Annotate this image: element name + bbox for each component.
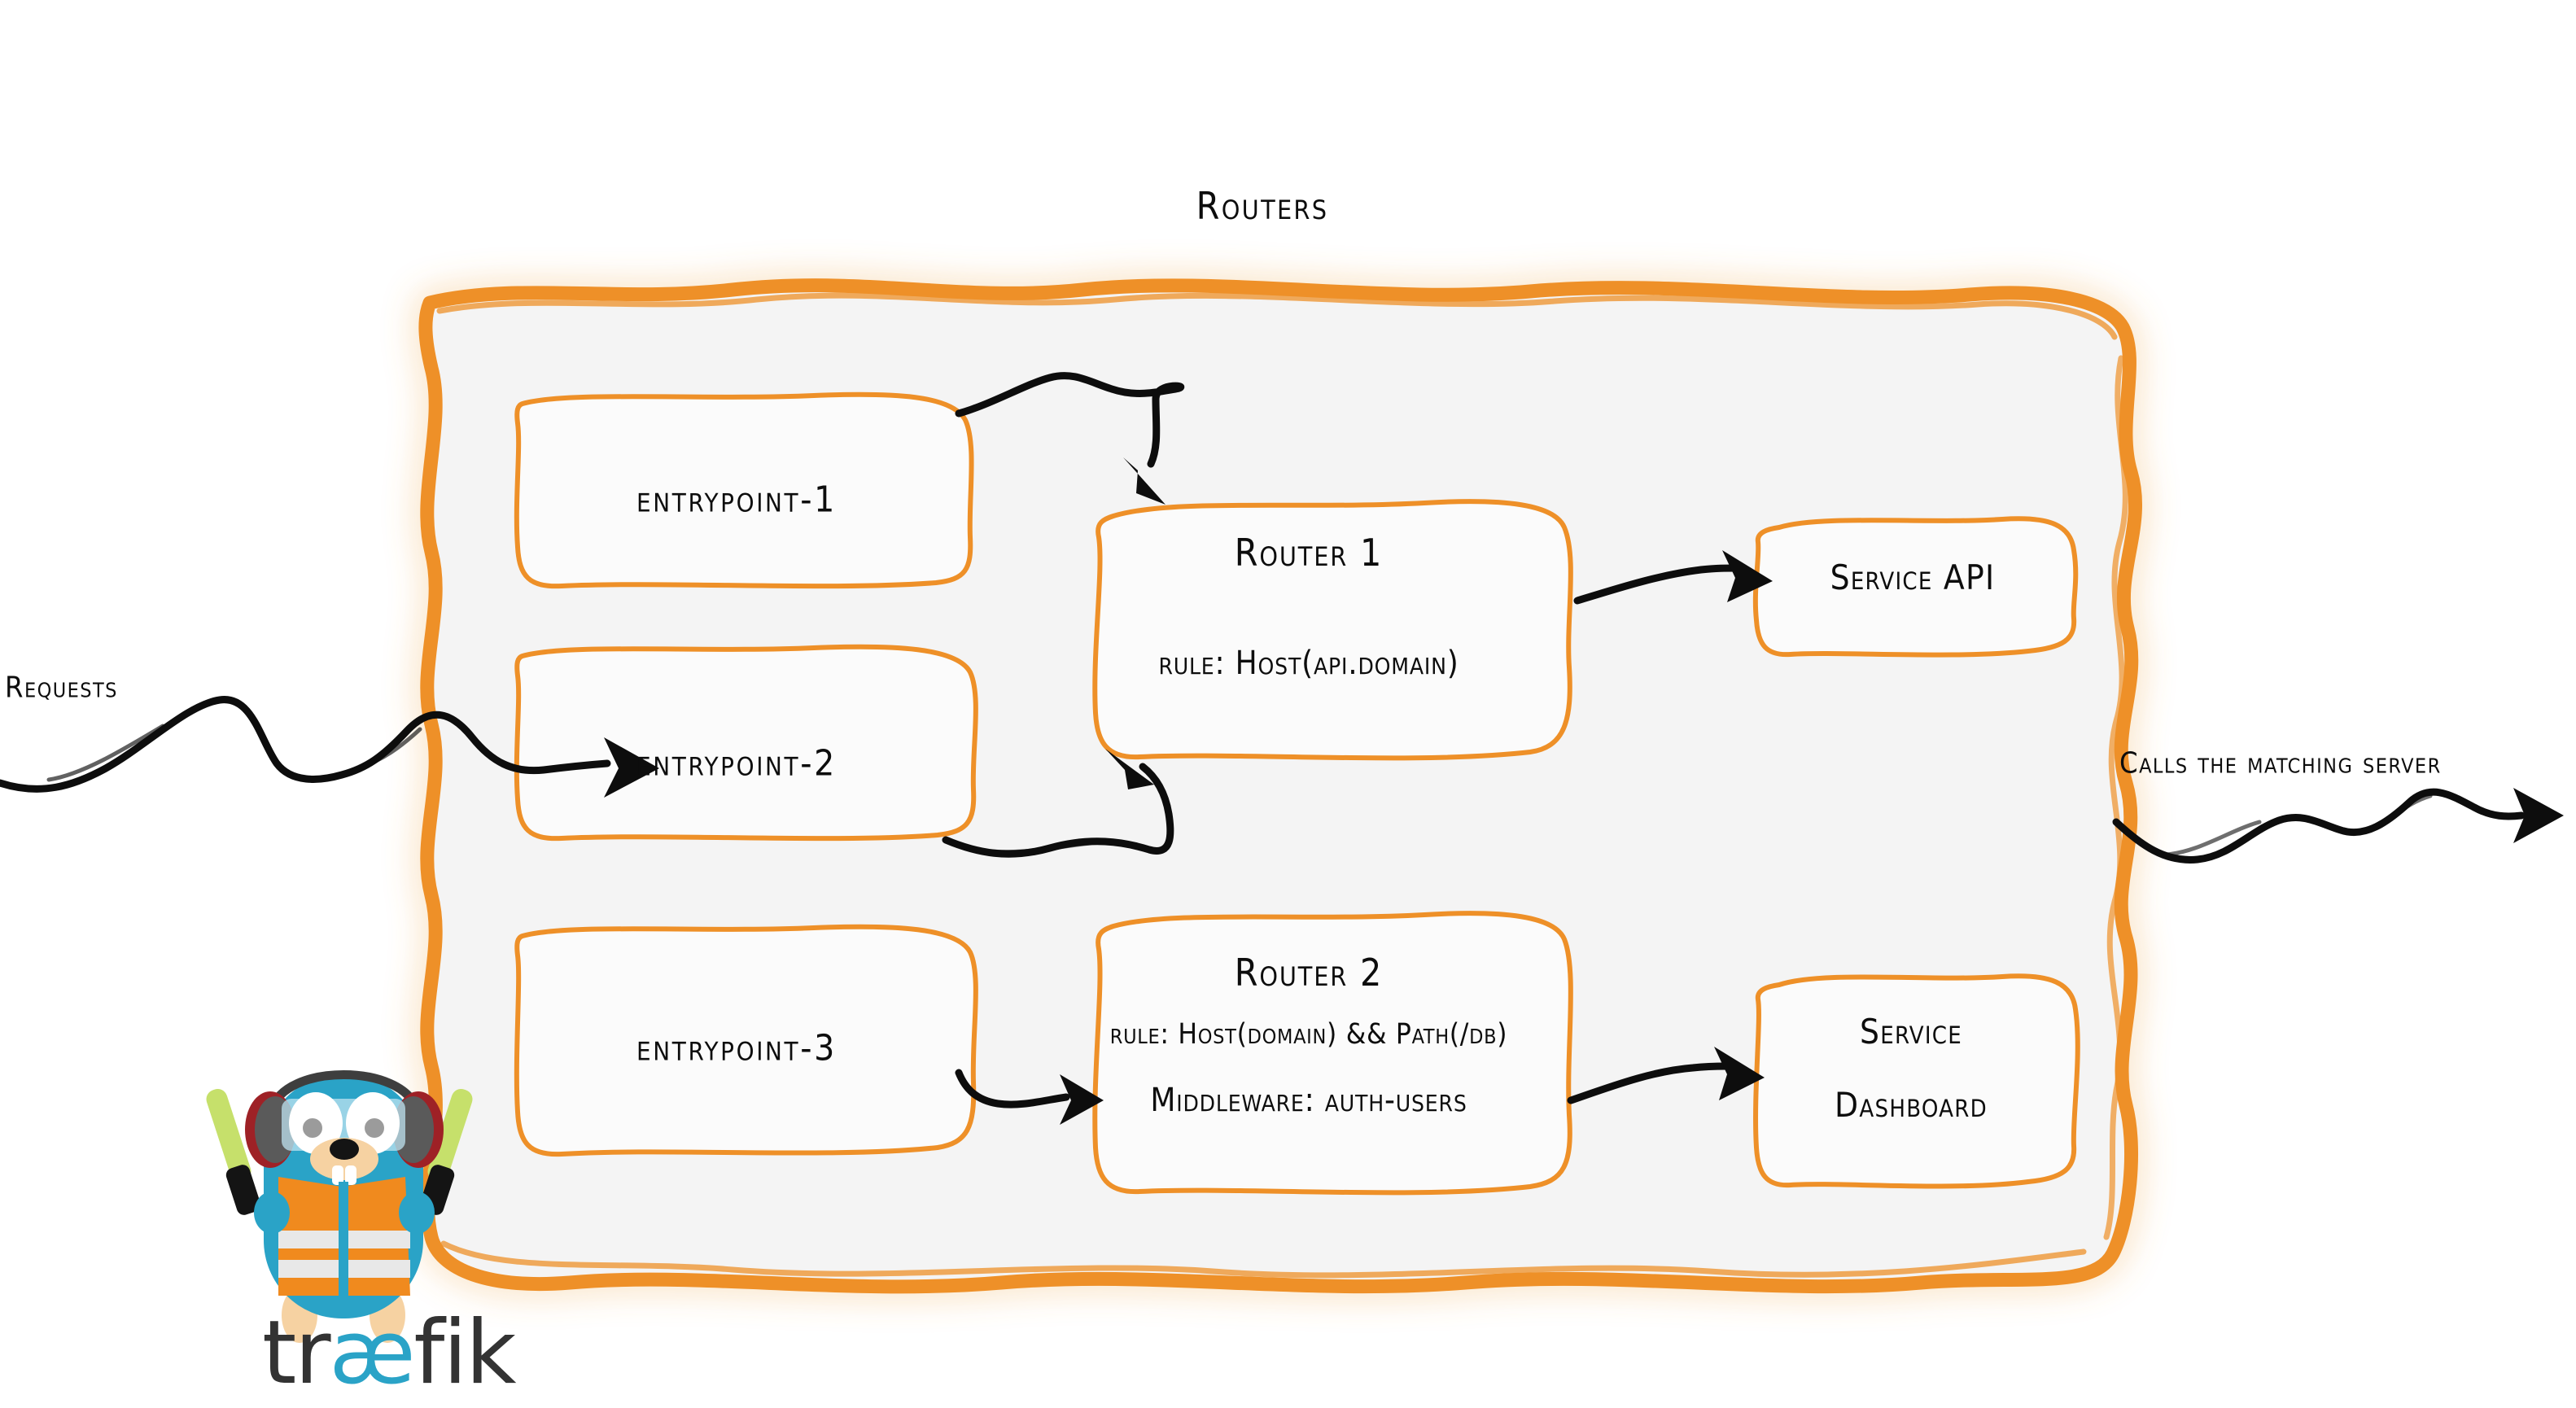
router-2-title[interactable]: Router 2 — [1234, 951, 1384, 995]
router-1-box — [1092, 499, 1573, 761]
tooth-right — [345, 1165, 356, 1185]
service-dashboard-label-line2[interactable]: Dashboard — [1835, 1084, 1988, 1125]
arrowhead-calls-matching-server — [2513, 788, 2564, 843]
wordmark-suffix: fik — [413, 1302, 516, 1404]
wordmark-prefix: tr — [262, 1302, 331, 1404]
service-dashboard-box — [1753, 973, 2080, 1189]
entrypoint-1-label[interactable]: entrypoint-1 — [636, 479, 837, 521]
arrow-requests-in — [0, 696, 611, 793]
service-dashboard-label-line1[interactable]: Service — [1859, 1011, 1963, 1052]
page-title: Routers — [1196, 184, 1329, 228]
router-2-box — [1092, 911, 1573, 1196]
arrowhead-router1-to-service-api — [1722, 550, 1773, 602]
arrow-router2-to-service-dashboard — [1567, 1062, 1731, 1104]
tooth-left — [332, 1165, 343, 1185]
entrypoint-3-box — [514, 924, 978, 1157]
router-2-rule: rule: Host(domain) && Path(/db) — [1109, 1018, 1508, 1051]
arrow-ep3-to-router2 — [955, 1069, 1070, 1108]
router-1-rule: rule: Host(api.domain) — [1158, 645, 1459, 682]
hand-left — [254, 1192, 290, 1234]
traefik-gopher-mascot — [206, 1070, 473, 1343]
arrow-calls-matching-server — [2112, 788, 2526, 864]
entrypoint-2-label[interactable]: entrypoint-2 — [636, 742, 837, 785]
arrow-router1-to-service-api — [1573, 564, 1741, 605]
arrowhead-ep3-to-router2 — [1060, 1074, 1104, 1125]
arrowhead-router2-to-service-dashboard — [1714, 1047, 1765, 1100]
entrypoint-3-label[interactable]: entrypoint-3 — [636, 1027, 837, 1069]
wordmark-ae-ligature: æ — [329, 1302, 415, 1404]
traefik-wordmark: træfik — [262, 1302, 517, 1404]
calls-matching-server-label: Calls the matching server — [2119, 746, 2442, 781]
router-2-middleware: Middleware: auth-users — [1150, 1082, 1467, 1119]
arrowhead-ep1-to-router1 — [1123, 457, 1166, 505]
hand-right — [399, 1192, 435, 1234]
router-1-title[interactable]: Router 1 — [1234, 531, 1384, 575]
arrowhead-requests-in — [604, 737, 659, 798]
baton-left-icon — [206, 1088, 261, 1215]
arrowhead-ep2-to-router1 — [1105, 749, 1154, 789]
service-api-label[interactable]: Service API — [1830, 557, 1996, 597]
headphone-band — [267, 1070, 422, 1115]
arrow-ep1-to-router1 — [955, 372, 1185, 468]
requests-label: Requests — [5, 671, 118, 705]
entrypoint-1-box — [514, 391, 974, 589]
service-api-box — [1752, 516, 2079, 658]
nose — [330, 1139, 359, 1160]
arrow-ep2-to-router1 — [942, 763, 1174, 858]
